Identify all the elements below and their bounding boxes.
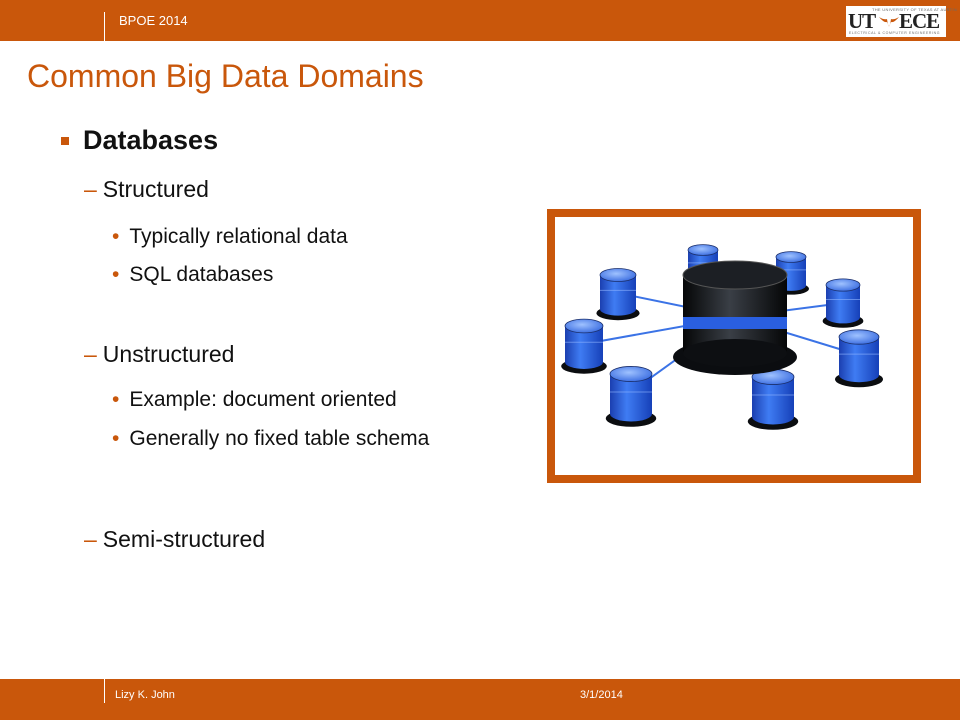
subbullet-structured: –Structured	[84, 176, 209, 203]
slide-title: Common Big Data Domains	[27, 58, 424, 94]
database-icon	[596, 268, 640, 321]
dash-icon: –	[84, 526, 97, 552]
database-icon	[561, 318, 607, 374]
longhorn-icon	[879, 17, 899, 27]
hub-top	[682, 260, 788, 290]
database-icon	[822, 278, 864, 328]
cylinder-bottom	[565, 355, 603, 369]
cylinder-top	[687, 244, 719, 256]
database-network-image	[547, 209, 921, 483]
list-item: • SQL databases	[112, 263, 273, 287]
subbullet-label: Unstructured	[102, 341, 235, 367]
logo-tagline-top: THE UNIVERSITY OF TEXAS AT AUSTIN	[872, 7, 957, 12]
footer-author: Lizy K. John	[115, 689, 175, 701]
cylinder-bottom	[600, 302, 636, 316]
logo-tagline-bottom: ELECTRICAL & COMPUTER ENGINEERING	[849, 31, 941, 35]
list-item-text: Typically relational data	[129, 225, 348, 248]
database-icon	[747, 369, 799, 430]
subbullet-unstructured: –Unstructured	[84, 341, 234, 368]
bullet-dot-icon: •	[112, 388, 120, 411]
list-item-text: Generally no fixed table schema	[129, 427, 430, 450]
square-bullet-icon	[61, 137, 69, 145]
hub-database-icon	[673, 260, 797, 375]
conference-label: BPOE 2014	[119, 13, 188, 28]
list-item-text: SQL databases	[129, 263, 274, 286]
list-item: • Example: document oriented	[112, 388, 397, 412]
cylinder-top	[564, 318, 604, 334]
bullet-dot-icon: •	[112, 427, 120, 450]
list-item: • Typically relational data	[112, 225, 348, 249]
hub-band	[683, 317, 787, 329]
subbullet-label: Structured	[102, 176, 209, 202]
database-icon	[835, 329, 883, 388]
footer-divider	[104, 679, 105, 703]
cylinder-bottom	[610, 406, 652, 422]
bullet-dot-icon: •	[112, 263, 120, 286]
header-divider	[104, 12, 105, 42]
logo-ut: UT	[848, 9, 876, 33]
cylinder-top	[825, 278, 861, 292]
dash-icon: –	[84, 176, 97, 202]
logo-ece: ECE	[899, 9, 940, 33]
cylinder-top	[838, 329, 880, 345]
hub-bottom	[683, 339, 787, 367]
database-network-icon	[561, 244, 883, 430]
cylinder-top	[599, 268, 637, 282]
list-item: • Generally no fixed table schema	[112, 427, 429, 451]
bullet-dot-icon: •	[112, 225, 120, 248]
cylinder-top	[609, 366, 653, 382]
bottom-bar: Lizy K. John 3/1/2014	[0, 679, 960, 720]
cylinder-top	[775, 251, 807, 263]
list-item-text: Example: document oriented	[129, 388, 397, 411]
ut-ece-logo: THE UNIVERSITY OF TEXAS AT AUSTIN UT ECE…	[846, 6, 957, 37]
dash-icon: –	[84, 341, 97, 367]
subbullet-semi-structured: –Semi-structured	[84, 526, 265, 553]
subbullet-label: Semi-structured	[102, 526, 266, 552]
cylinder-bottom	[826, 311, 860, 324]
footer-date: 3/1/2014	[580, 689, 623, 701]
database-icon	[605, 366, 657, 427]
cylinder-bottom	[752, 409, 794, 425]
top-bar: BPOE 2014 THE UNIVERSITY OF TEXAS AT AUS…	[0, 0, 960, 42]
bullet-text: Databases	[83, 125, 219, 155]
cylinder-bottom	[839, 367, 879, 383]
